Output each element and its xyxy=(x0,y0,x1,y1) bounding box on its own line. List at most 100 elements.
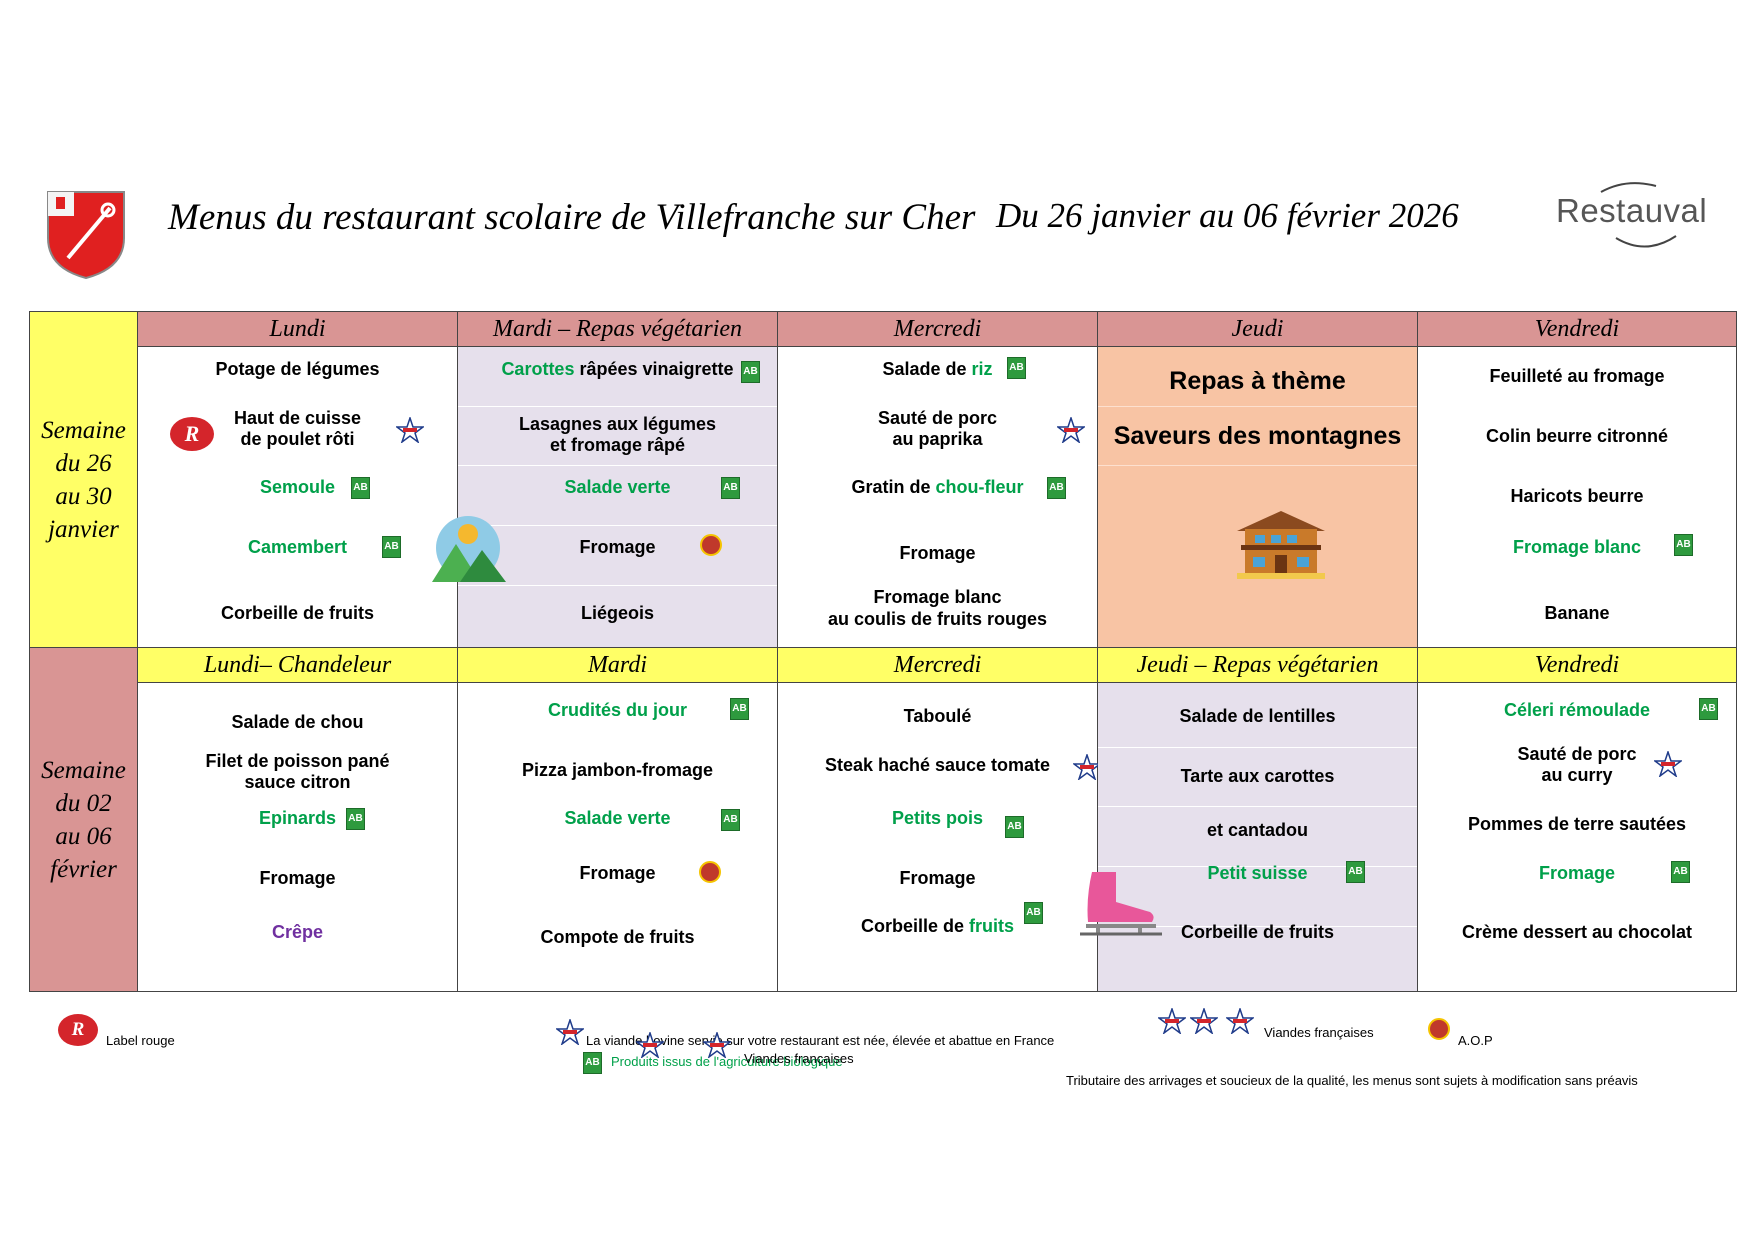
dish-starter: Taboulé xyxy=(903,706,972,726)
legend-viande-icon xyxy=(556,1019,584,1045)
dish-main-line: Filet de poisson pané xyxy=(205,751,390,771)
dish-bio-part: chou-fleur xyxy=(935,477,1024,497)
day-header: Jeudi xyxy=(1098,312,1417,347)
aop-icon xyxy=(699,861,721,883)
row-separator xyxy=(1098,406,1417,407)
legend-viande-fr-icon xyxy=(703,1032,731,1058)
day-header: Mercredi xyxy=(778,648,1097,683)
dish-dessert-line: Fromage blanc xyxy=(873,587,1002,607)
label-rouge-icon: R xyxy=(170,417,214,451)
legend-viande-fr-icon xyxy=(1226,1008,1254,1034)
dish-dessert: Banane xyxy=(1544,603,1610,623)
dish-side: Salade verte xyxy=(564,477,671,497)
logo-text: Restauval xyxy=(1556,192,1708,229)
bio-icon: AB xyxy=(1346,861,1365,883)
dish-starter: Carottes râpées vinaigrette xyxy=(458,359,777,380)
dish-side: Gratin de chou-fleur xyxy=(778,477,1097,498)
row-separator xyxy=(1098,866,1417,867)
row-separator xyxy=(1098,465,1417,466)
legend-viandes-fr: Viandes françaises xyxy=(744,1051,854,1066)
week-2-label-line: février xyxy=(50,855,117,883)
week-2-label: Semaine du 02 au 06 février xyxy=(30,648,138,991)
dish-main-line: Lasagnes aux légumes xyxy=(518,414,717,434)
dish-main-line: au paprika xyxy=(892,429,983,449)
dish-starter: Salade de chou xyxy=(231,712,364,732)
dish-dessert-line: au coulis de fruits rouges xyxy=(827,609,1048,629)
dish-cheese: Fromage xyxy=(579,863,656,883)
dish-dessert: Compote de fruits xyxy=(540,927,695,947)
dish-dessert: Corbeille de fruits xyxy=(220,603,375,623)
legend-bio-icon: AB xyxy=(583,1052,602,1074)
day-body: Salade de chou Filet de poisson pané sau… xyxy=(138,688,457,991)
dish-bio-part: Carottes xyxy=(501,359,575,379)
legend-aop: A.O.P xyxy=(1458,1033,1493,1048)
dish-cheese: Fromage blanc xyxy=(1512,537,1642,557)
bio-icon: AB xyxy=(351,477,370,499)
day-header: Mardi – Repas végétarien xyxy=(458,312,777,347)
dish-cheese: Fromage xyxy=(899,868,976,888)
day-body: Taboulé Steak haché sauce tomate Petits … xyxy=(778,688,1101,991)
dish-starter: Potage de légumes xyxy=(215,359,380,379)
dish-starter: Crudités du jour xyxy=(548,700,687,720)
dish-main: Pizza jambon-fromage xyxy=(521,760,714,780)
dish-starter: Salade de riz xyxy=(778,359,1097,380)
dish-cheese: Fromage xyxy=(1538,863,1616,883)
dish-starter: Feuilleté au fromage xyxy=(1489,366,1665,386)
theme-title: Repas à thème xyxy=(1169,367,1346,395)
week-1-label-line: Semaine xyxy=(41,416,126,444)
day-header: Lundi– Chandeleur xyxy=(138,648,457,683)
day-body: Salade de riz Sauté de porc au paprika G… xyxy=(778,347,1097,647)
week-1-label-line: janvier xyxy=(48,515,119,543)
dish-main-line: sauce citron xyxy=(244,772,351,792)
dish-main: Steak haché sauce tomate xyxy=(824,755,1051,775)
day-w1-lundi: Lundi Potage de légumes Haut de cuisse d… xyxy=(138,312,458,648)
day-header: Vendredi xyxy=(1418,312,1736,347)
legend-viande-fr-icon xyxy=(1158,1008,1186,1034)
dish-main-line: Tarte aux carottes xyxy=(1180,766,1335,786)
legend-viande-fr-icon xyxy=(636,1032,664,1058)
dish-part: Corbeille de xyxy=(860,916,964,936)
dish-side: Petits pois xyxy=(891,808,984,828)
dish-bio-part: riz xyxy=(971,359,993,379)
date-range: Du 26 janvier au 06 février 2026 xyxy=(996,196,1459,235)
dish-dessert: Corbeille de fruits xyxy=(778,916,1097,937)
dish-side: Salade verte xyxy=(564,808,671,828)
bio-icon: AB xyxy=(1699,698,1718,720)
day-w2-jeudi: Jeudi – Repas végétarien Salade de lenti… xyxy=(1098,648,1418,991)
dish-dessert: Corbeille de fruits xyxy=(1180,922,1335,942)
aop-icon xyxy=(700,534,722,556)
bio-icon: AB xyxy=(1671,861,1690,883)
dish-main-line: Sauté de porc xyxy=(1517,744,1637,764)
dish-main-line: de poulet rôti xyxy=(240,429,355,449)
menu-table: Semaine du 26 au 30 janvier Semaine du 0… xyxy=(29,311,1737,992)
row-separator xyxy=(1098,806,1417,807)
day-w1-mercredi: Mercredi Salade de riz Sauté de porc au … xyxy=(778,312,1098,648)
day-body: Feuilleté au fromage Colin beurre citron… xyxy=(1418,347,1736,647)
restauval-logo: Restauval xyxy=(1556,178,1708,252)
day-body: Céleri rémoulade Sauté de porc au curry … xyxy=(1418,688,1736,991)
bio-icon: AB xyxy=(721,477,740,499)
bio-icon: AB xyxy=(1674,534,1693,556)
dish-side: Semoule xyxy=(259,477,336,497)
legend-viande: La viande bovine servie sur votre restau… xyxy=(586,1033,1055,1048)
dish-main-line: au curry xyxy=(1541,765,1613,785)
row-separator xyxy=(458,406,777,407)
dish-part: râpées vinaigrette xyxy=(579,359,734,379)
bio-icon: AB xyxy=(1005,816,1024,838)
day-w2-lundi: Lundi– Chandeleur Salade de chou Filet d… xyxy=(138,648,458,991)
theme-subtitle: Saveurs des montagnes xyxy=(1113,422,1402,450)
bio-icon: AB xyxy=(741,361,760,383)
dish-dessert: Liégeois xyxy=(580,603,655,623)
mountain-icon xyxy=(432,516,506,582)
day-w2-mardi: Mardi Crudités du jour Pizza jambon-from… xyxy=(458,648,778,991)
dish-side: Pommes de terre sautées xyxy=(1467,814,1687,834)
dish-dessert: Crêpe xyxy=(271,922,324,942)
legend-bio: Produits issus de l'agriculture biologiq… xyxy=(611,1054,843,1069)
day-header: Mardi xyxy=(458,648,777,683)
town-crest-icon xyxy=(47,191,125,280)
chalet-icon xyxy=(1237,511,1325,579)
dish-starter: Salade de lentilles xyxy=(1179,706,1336,726)
viande-france-icon xyxy=(1654,751,1682,777)
dish-side: Haricots beurre xyxy=(1510,486,1644,506)
dish-dessert: Crème dessert au chocolat xyxy=(1461,922,1693,942)
